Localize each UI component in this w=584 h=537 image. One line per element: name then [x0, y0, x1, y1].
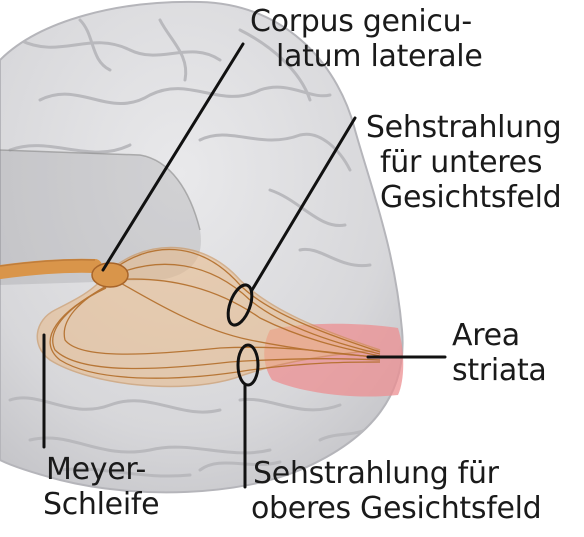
optic-tract	[0, 258, 102, 279]
callout-line-radiation-lower	[250, 116, 357, 292]
label-area-striata: Area striata	[452, 318, 547, 388]
label-corpus-geniculatum-laterale: Corpus genicu- latum laterale	[250, 4, 483, 74]
internal-structure-outline	[0, 149, 201, 231]
lower-radiation-cross-section	[236, 343, 260, 387]
upper-radiation-cross-section	[226, 283, 254, 327]
label-meyer-schleife: Meyer- Schleife	[43, 452, 160, 522]
callout-lines	[42, 42, 447, 489]
lateral-geniculate-body	[91, 262, 129, 288]
brain-sulci	[8, 18, 382, 478]
label-sehstrahlung-unteres: Sehstrahlung für unteres Gesichtsfeld	[365, 110, 562, 215]
label-sehstrahlung-oberes: Sehstrahlung für oberes Gesichtsfeld	[251, 456, 542, 526]
callout-line-lgn	[101, 42, 245, 272]
optic-radiation-fibers	[49, 248, 381, 379]
